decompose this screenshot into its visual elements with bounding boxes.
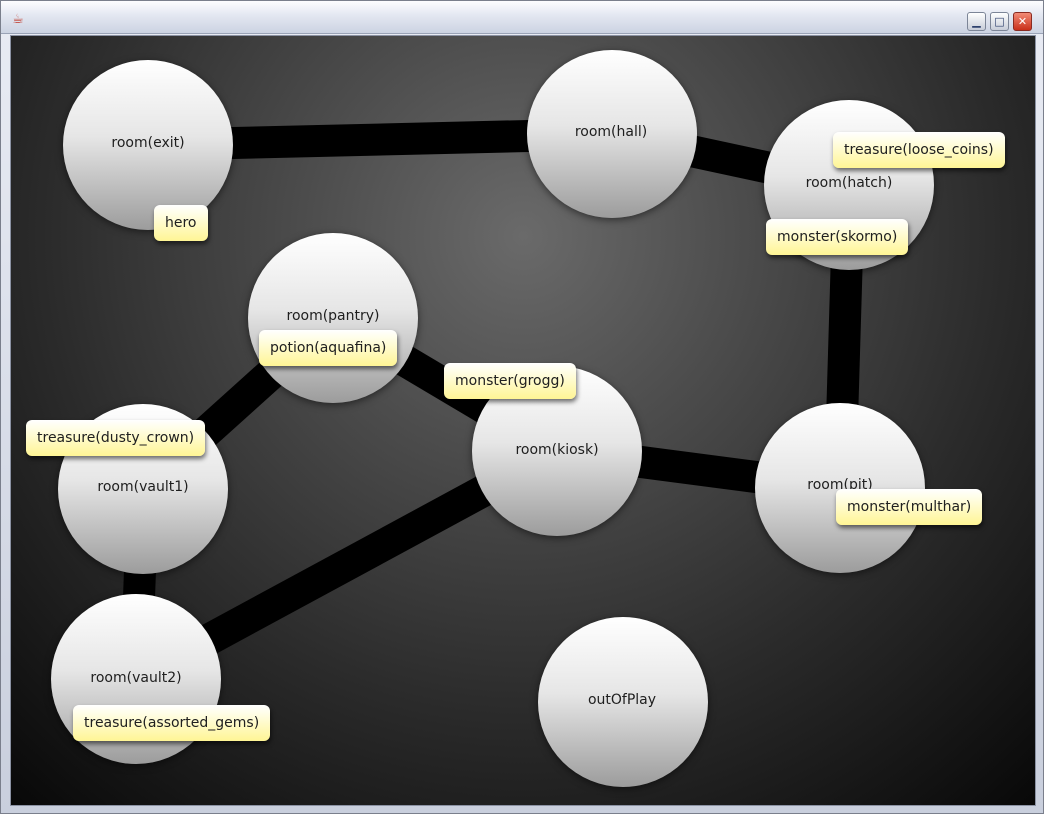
title-bar[interactable]: ☕ ▁ □ ✕ [1, 1, 1043, 34]
token-monster-grogg[interactable]: monster(grogg) [444, 363, 576, 399]
maximize-button[interactable]: □ [990, 12, 1009, 31]
room-label: room(hatch) [805, 175, 893, 191]
token-hero[interactable]: hero [154, 205, 208, 241]
token-treasure-assorted-gems[interactable]: treasure(assorted_gems) [73, 705, 271, 741]
room-label: room(vault2) [90, 670, 182, 686]
close-icon: ✕ [1017, 15, 1028, 28]
room-label: room(exit) [111, 135, 185, 151]
room-pit[interactable]: room(pit) [755, 403, 925, 573]
room-label: room(hall) [574, 124, 648, 140]
token-potion-aquafina[interactable]: potion(aquafina) [259, 330, 398, 366]
room-label: room(kiosk) [515, 442, 599, 458]
minimize-icon: ▁ [972, 15, 981, 28]
room-exit[interactable]: room(exit) [63, 60, 233, 230]
room-label: outOfPlay [587, 692, 657, 708]
token-monster-skormo[interactable]: monster(skormo) [766, 219, 909, 255]
close-button[interactable]: ✕ [1013, 12, 1032, 31]
room-label: room(pantry) [286, 308, 380, 324]
game-board: room(exit) room(hall) room(hatch) room(p… [10, 35, 1036, 806]
java-cup-icon: ☕ [12, 12, 24, 27]
maximize-icon: □ [994, 15, 1005, 28]
room-label: room(vault1) [97, 479, 189, 495]
room-hall[interactable]: room(hall) [527, 50, 697, 218]
token-treasure-dusty-crown[interactable]: treasure(dusty_crown) [26, 420, 206, 456]
room-out-of-play[interactable]: outOfPlay [538, 617, 708, 787]
minimize-button[interactable]: ▁ [967, 12, 986, 31]
token-monster-multhar[interactable]: monster(multhar) [836, 489, 983, 525]
room-pantry[interactable]: room(pantry) [248, 233, 418, 403]
token-treasure-loose-coins[interactable]: treasure(loose_coins) [833, 132, 1005, 168]
